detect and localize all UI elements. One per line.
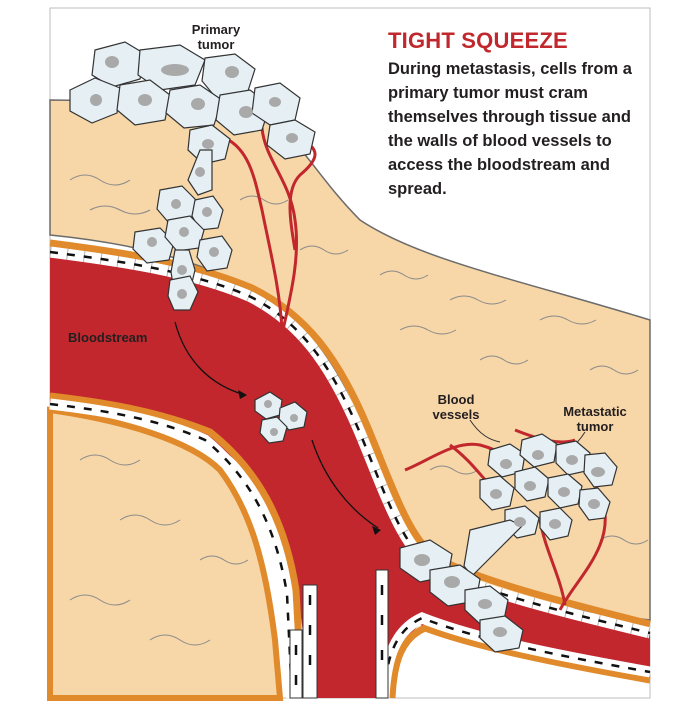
lower-tissue: [47, 406, 284, 701]
label-bloodstream: Bloodstream: [68, 330, 148, 345]
arrow-head-2: [372, 526, 381, 535]
diagram-title: TIGHT SQUEEZE: [388, 28, 568, 53]
lower-vessel-wall: [49, 392, 306, 699]
metastatic-tumor-cells: [399, 433, 618, 653]
primary-capillaries: [224, 127, 317, 331]
tissue-texture: [69, 174, 649, 646]
primary-tumor-cells: [69, 41, 316, 311]
lower-vessel-dashes: [49, 402, 294, 699]
bottom-vessel-stubs: [289, 569, 389, 699]
circulating-cells: [254, 391, 308, 444]
label-primary-tumor: Primary tumor: [191, 22, 241, 52]
branch-vessel-dashes: [382, 616, 651, 699]
branch-vessel-wall: [388, 624, 651, 699]
arrow-head-1: [238, 390, 247, 399]
label-metastatic-tumor: Metastatic tumor: [563, 404, 627, 434]
diagram-description: During metastasis, cells from a primary …: [388, 60, 632, 198]
label-blood-vessels: Blood vessels: [432, 392, 480, 422]
bloodstream-vessel: [50, 250, 650, 698]
flow-arrows: [174, 321, 379, 529]
